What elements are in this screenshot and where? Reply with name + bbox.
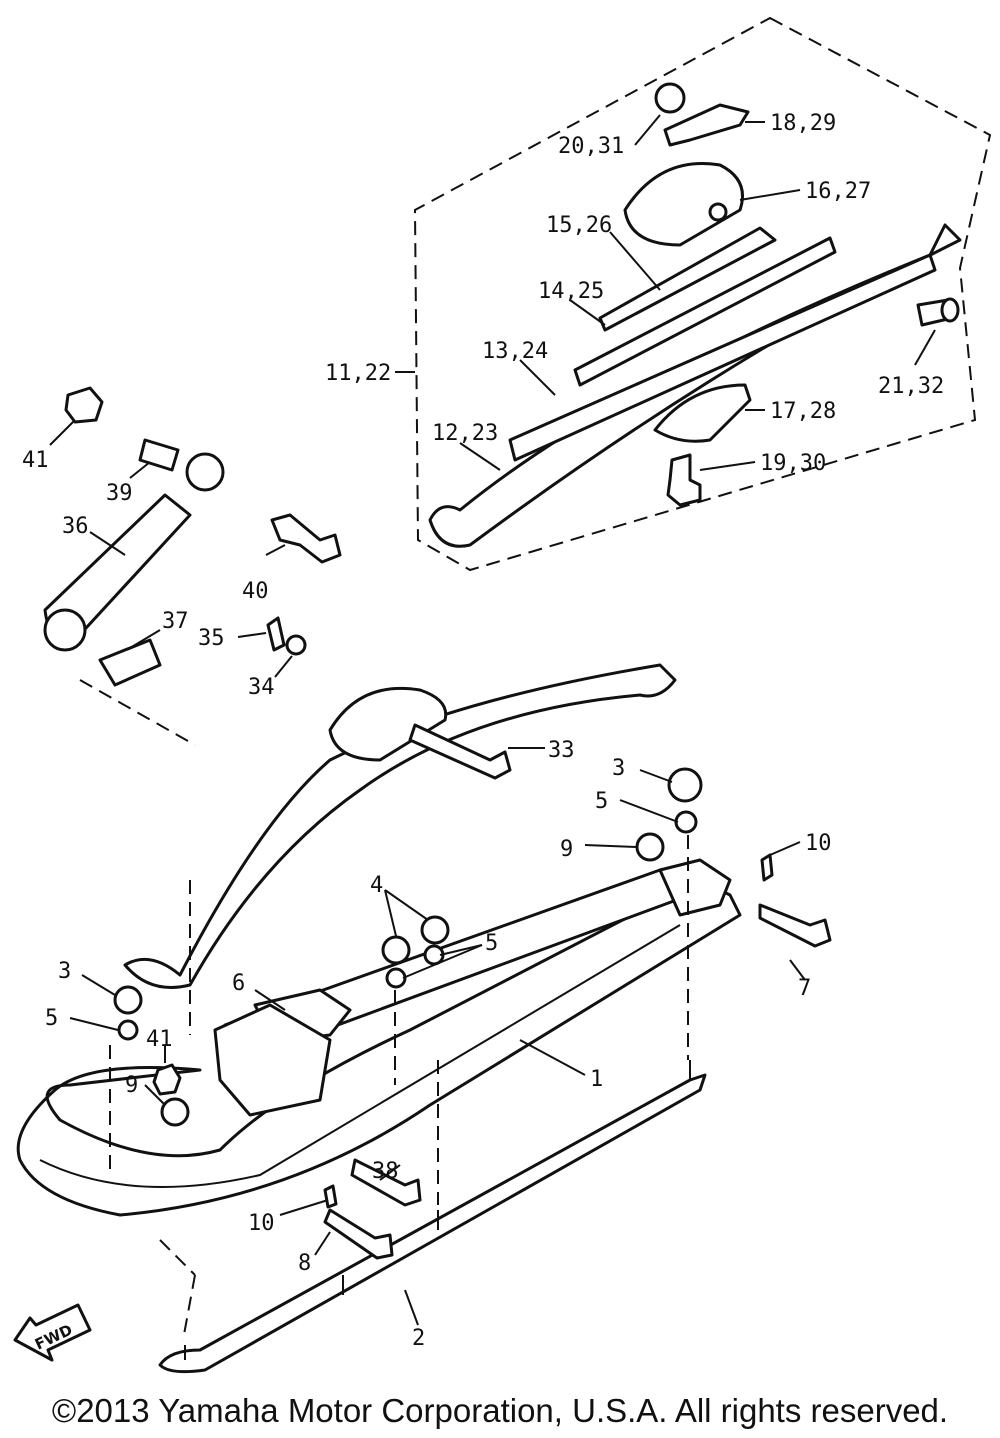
- nut-4-b: [381, 935, 411, 965]
- part-label: 19,30: [760, 451, 826, 476]
- spring-seat-assembled: [328, 686, 448, 762]
- part-label: 3: [58, 959, 71, 984]
- spring-leaf-15: [598, 226, 777, 332]
- part-label: 21,32: [878, 374, 944, 399]
- washer-5-right: [674, 810, 698, 834]
- part-label: 9: [125, 1073, 138, 1098]
- seat-bolt-hole: [708, 202, 728, 222]
- part-label: 36: [62, 514, 89, 539]
- clamp-17: [653, 383, 752, 443]
- collar-37: [98, 638, 162, 687]
- part-label: 41: [22, 448, 49, 473]
- spring-leaf-14: [573, 236, 837, 387]
- part-label: 20,31: [558, 134, 624, 159]
- alignment-line: [182, 1274, 196, 1341]
- shock-eye-top: [185, 452, 225, 492]
- part-label: 5: [485, 931, 498, 956]
- nut-41-lower: [152, 1063, 182, 1096]
- ski-1: [16, 878, 742, 1217]
- part-label: 37: [162, 609, 189, 634]
- part-label: 33: [548, 738, 575, 763]
- shock-and-hardware: [43, 386, 342, 746]
- alignment-line: [159, 1239, 196, 1276]
- bolt-40: [270, 513, 342, 564]
- pin-35: [266, 616, 286, 652]
- part-label: 1: [590, 1067, 603, 1092]
- part-label: 15,26: [546, 213, 612, 238]
- bolt-19: [666, 453, 702, 507]
- bolt-33: [408, 723, 512, 780]
- washer-5-b: [385, 967, 407, 989]
- clamp-plate-18: [663, 103, 750, 147]
- spring-stack: [123, 663, 677, 989]
- part-label: 34: [248, 675, 275, 700]
- part-label: 2: [412, 1326, 425, 1351]
- bolt-7: [758, 903, 832, 948]
- nut-34: [285, 634, 307, 656]
- spring-leaf-13: [508, 253, 937, 462]
- forward-arrow: FWD: [13, 1303, 92, 1362]
- part-label: 3: [612, 756, 625, 781]
- runner-2: [158, 1073, 707, 1374]
- part-labels: 18,29 20,31 16,27 15,26 14,25 13,24 11,2…: [22, 111, 944, 1351]
- leaf-spring-exploded: [428, 82, 962, 548]
- bolt-8: [323, 1208, 394, 1260]
- part-label: 6: [232, 971, 245, 996]
- part-label: 5: [595, 789, 608, 814]
- spacer-end: [940, 297, 960, 323]
- pin-10-left: [323, 1184, 338, 1209]
- part-label: 41: [146, 1027, 173, 1052]
- subassembly-boundary: [413, 16, 992, 572]
- part-label: 38: [372, 1159, 399, 1184]
- nut-9-right: [635, 832, 665, 862]
- assembled-spring: [123, 663, 677, 989]
- part-label: 10: [248, 1211, 275, 1236]
- part-label: 4: [370, 873, 383, 898]
- part-label: 8: [298, 1251, 311, 1276]
- part-label: 16,27: [805, 179, 871, 204]
- ski-assembly: [16, 767, 832, 1374]
- part-label: 35: [198, 626, 225, 651]
- nut-20: [654, 82, 686, 114]
- part-label: 12,23: [432, 421, 498, 446]
- spring-seat-16: [623, 162, 744, 247]
- part-label: 9: [560, 837, 573, 862]
- nut-3-right: [667, 767, 703, 803]
- washer-5-left: [117, 1019, 139, 1041]
- nut-3-left: [113, 985, 143, 1015]
- nut-4-a: [420, 915, 450, 945]
- leader-lines: [49, 114, 936, 1326]
- spindle-bracket: [213, 1003, 332, 1117]
- nut-41-top: [64, 386, 104, 424]
- part-label: 14,25: [538, 279, 604, 304]
- ski-inner-edge: [39, 924, 681, 1188]
- part-label: 5: [45, 1006, 58, 1031]
- part-label: 40: [242, 579, 269, 604]
- part-label: 17,28: [770, 399, 836, 424]
- copyright-notice: ©2013 Yamaha Motor Corporation, U.S.A. A…: [51, 1392, 949, 1429]
- part-label: 10: [805, 831, 832, 856]
- part-label: 39: [106, 481, 133, 506]
- part-label: 18,29: [770, 111, 836, 136]
- nut-9-left: [160, 1097, 190, 1127]
- bolt-38: [350, 1158, 422, 1207]
- part-label: 7: [798, 976, 811, 1001]
- pin-10-right: [760, 853, 774, 882]
- part-label: 13,24: [482, 339, 548, 364]
- shock-eye-bottom: [43, 608, 87, 652]
- part-label: 11,22: [325, 361, 391, 386]
- rear-bracket: [658, 858, 732, 917]
- alignment-line: [79, 679, 196, 746]
